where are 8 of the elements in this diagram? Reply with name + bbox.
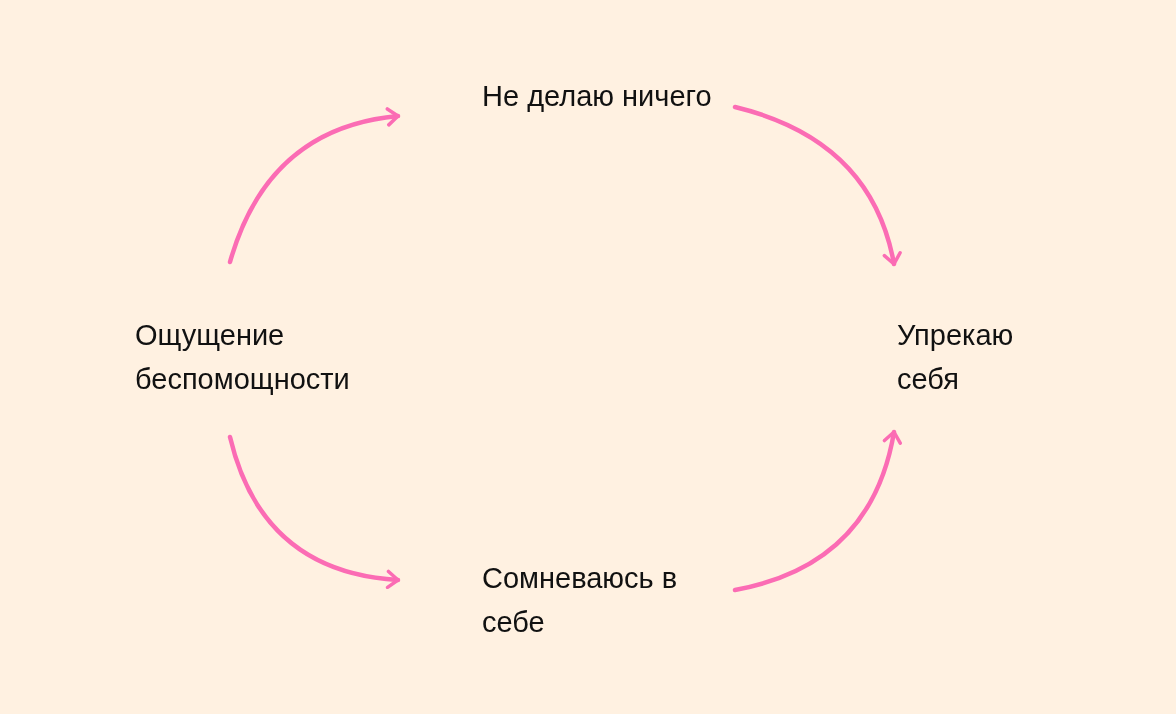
curved-arrow [732, 429, 902, 593]
curved-arrow [732, 104, 902, 267]
node-label: Упрекаю себя [897, 318, 1015, 397]
curved-arrow [227, 107, 401, 265]
curved-arrow [227, 434, 401, 589]
node-label: Сомневаюсь в себе [482, 561, 679, 640]
node-label: Ощущение беспомощности [135, 318, 351, 397]
node-label: Не делаю ничего [482, 79, 713, 114]
